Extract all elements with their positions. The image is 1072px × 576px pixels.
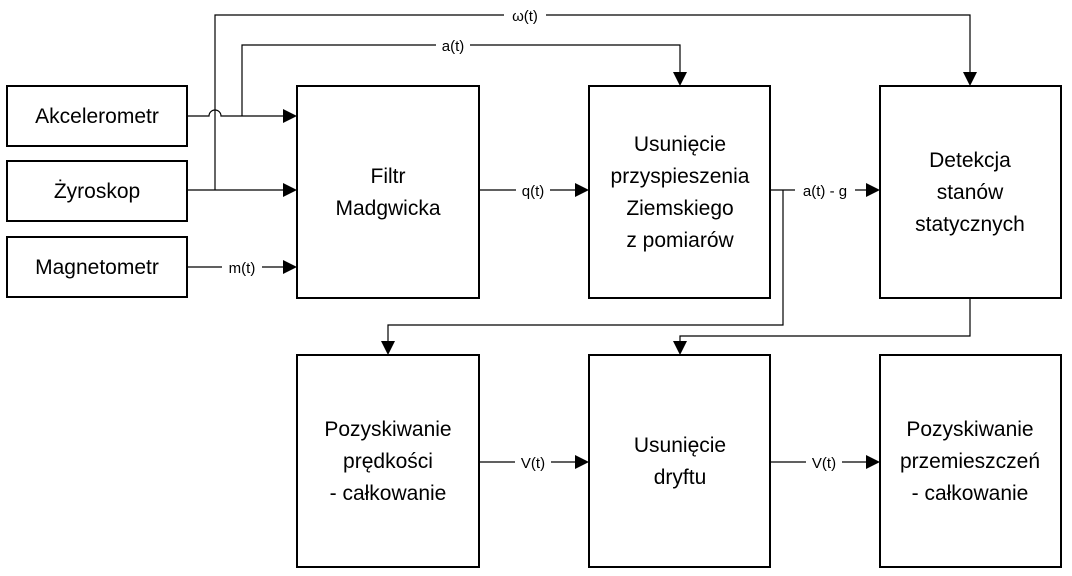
block-label-line: Usunięcie [634, 434, 726, 457]
edge-label-v1: V(t) [521, 455, 545, 472]
block-label-line: statycznych [915, 213, 1025, 236]
edge-acc-filtr-line [187, 109, 283, 117]
block-usuniecie-dryftu: Usunięcie dryftu [588, 354, 771, 568]
edge-v2-arrow [866, 455, 880, 469]
block-label-line: - całkowanie [912, 482, 1029, 505]
block-label-line: Pozyskiwanie [324, 418, 451, 441]
block-akcelerometr-label: Akcelerometr [35, 105, 159, 128]
block-pozyskiwanie-predkosci-label: Pozyskiwanie prędkości - całkowanie [324, 418, 451, 505]
edge-acc-filtr-arrow [283, 109, 297, 123]
block-label-line: Akcelerometr [35, 105, 159, 128]
block-label-line: Magnetometr [35, 256, 159, 279]
edge-gyro-filtr-arrow [283, 183, 297, 197]
block-label-line: Detekcja [929, 149, 1011, 172]
block-label-line: stanów [937, 181, 1004, 204]
edge-label-m: m(t) [229, 260, 256, 277]
edge-ag-down-arrow [381, 341, 395, 355]
block-akcelerometr: Akcelerometr [6, 85, 188, 147]
block-label-line: z pomiarów [626, 229, 734, 252]
edge-ag-down-line [387, 190, 784, 341]
block-label-line: Filtr [371, 165, 406, 188]
block-zyroskop: Żyroskop [6, 160, 188, 222]
block-label-line: prędkości [343, 450, 433, 473]
edge-m-arrow [283, 260, 297, 274]
block-label-line: przemieszczeń [900, 450, 1040, 473]
edge-ag-arrow [866, 183, 880, 197]
edge-q-arrow [575, 183, 589, 197]
edge-label-omega: ω(t) [512, 8, 538, 25]
edge-label-a: a(t) [442, 38, 465, 55]
block-label-line: - całkowanie [330, 482, 447, 505]
edge-v1-arrow [575, 455, 589, 469]
edge-a-arrow [673, 72, 687, 86]
block-zyroskop-label: Żyroskop [54, 180, 140, 203]
block-label-line: Madgwicka [335, 197, 440, 220]
block-label-line: przyspieszenia [611, 165, 750, 188]
edge-omega-line [214, 14, 971, 190]
block-pozyskiwanie-przemieszczen: Pozyskiwanie przemieszczeń - całkowanie [879, 354, 1062, 568]
block-label-line: Pozyskiwanie [906, 418, 1033, 441]
edge-labels: ω(t) a(t) q(t) a(t) - g m(t) V(t) V(t) [222, 5, 855, 472]
block-label-line: Usunięcie [634, 133, 726, 156]
block-label-line: dryftu [654, 466, 707, 489]
edge-label-q: q(t) [522, 183, 545, 200]
edge-detekcja-dryft-arrow [673, 341, 687, 355]
block-pozyskiwanie-predkosci: Pozyskiwanie prędkości - całkowanie [296, 354, 480, 568]
block-pozyskiwanie-przemieszczen-label: Pozyskiwanie przemieszczeń - całkowanie [900, 418, 1040, 505]
block-detekcja-stanow-label: Detekcja stanów statycznych [915, 149, 1025, 236]
block-detekcja-stanow: Detekcja stanów statycznych [879, 85, 1062, 299]
edge-detekcja-dryft-line [679, 298, 971, 341]
block-magnetometr-label: Magnetometr [35, 256, 159, 279]
edge-label-v2: V(t) [812, 455, 836, 472]
block-magnetometr: Magnetometr [6, 236, 188, 298]
block-label-line: Ziemskiego [626, 197, 733, 220]
edge-label-a-minus-g: a(t) - g [803, 183, 847, 200]
edge-omega-arrow [963, 72, 977, 86]
block-label-line: Żyroskop [54, 180, 140, 203]
block-usuniecie-dryftu-label: Usunięcie dryftu [634, 434, 726, 489]
